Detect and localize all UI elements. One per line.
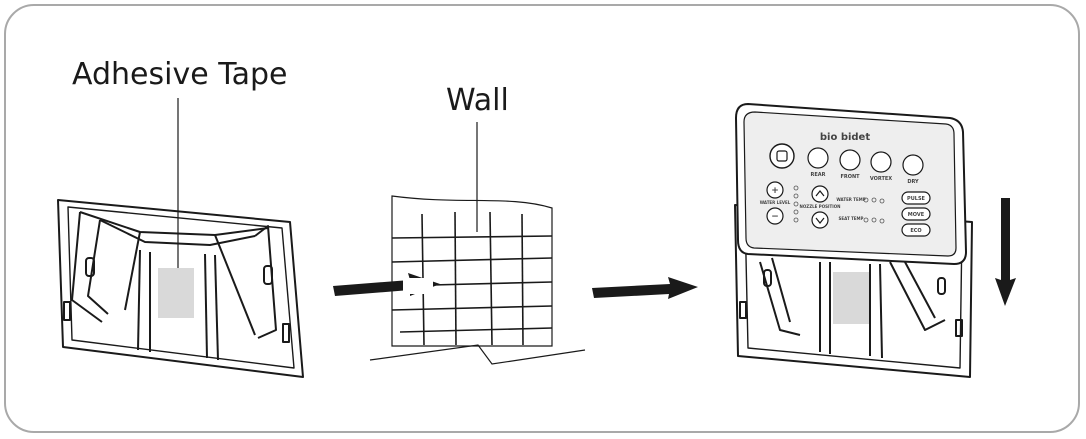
brand-logo: bio bidet xyxy=(820,132,870,143)
move-button-label: MOVE xyxy=(908,212,925,218)
move-button[interactable]: MOVE xyxy=(901,207,931,221)
dry-button[interactable]: DRY xyxy=(902,154,924,185)
eco-button-label: ECO xyxy=(910,228,921,234)
pulse-button-label: PULSE xyxy=(907,196,926,202)
adhesive-tape xyxy=(158,268,194,318)
vortex-button[interactable]: VORTEX xyxy=(870,151,892,182)
level-indicator-dots xyxy=(793,185,799,223)
wall-panel xyxy=(369,195,586,365)
nozzle-down-button[interactable] xyxy=(811,211,829,229)
adhesive-tape-label: Adhesive Tape xyxy=(72,57,288,92)
remote-control: bio bidet REAR FRONT VORTEX DRY + WATER … xyxy=(734,102,968,266)
water-temp-label: WATER TEMP xyxy=(836,197,865,202)
stop-button[interactable] xyxy=(769,143,795,169)
vortex-button-label: VORTEX xyxy=(870,176,892,182)
pulse-button[interactable]: PULSE xyxy=(901,191,931,205)
front-button-label: FRONT xyxy=(840,174,860,180)
seat-temp-button[interactable]: SEAT TEMP xyxy=(839,216,885,224)
mounting-bracket xyxy=(57,199,304,378)
dry-button-label: DRY xyxy=(907,179,919,185)
arrow-right-icon xyxy=(592,277,698,299)
eco-button[interactable]: ECO xyxy=(901,223,931,237)
water-level-minus-button[interactable]: − xyxy=(766,207,784,225)
front-button[interactable]: FRONT xyxy=(839,149,861,180)
water-level-label: WATER LEVEL xyxy=(760,200,791,205)
nozzle-position-label: NOZZLE POSITION xyxy=(800,204,841,209)
water-temp-button[interactable]: WATER TEMP xyxy=(836,197,885,204)
adhesive-tape xyxy=(833,272,869,324)
wall-label: Wall xyxy=(446,83,509,118)
svg-text:+: + xyxy=(771,186,779,196)
arrow-down-icon xyxy=(995,198,1016,306)
seat-temp-label: SEAT TEMP xyxy=(839,216,864,221)
diagram-frame xyxy=(4,4,1080,433)
rear-button-label: REAR xyxy=(811,172,826,178)
rear-button[interactable]: REAR xyxy=(807,147,829,178)
svg-text:−: − xyxy=(771,212,779,222)
nozzle-up-button[interactable] xyxy=(811,185,829,203)
water-level-plus-button[interactable]: + xyxy=(766,181,784,199)
